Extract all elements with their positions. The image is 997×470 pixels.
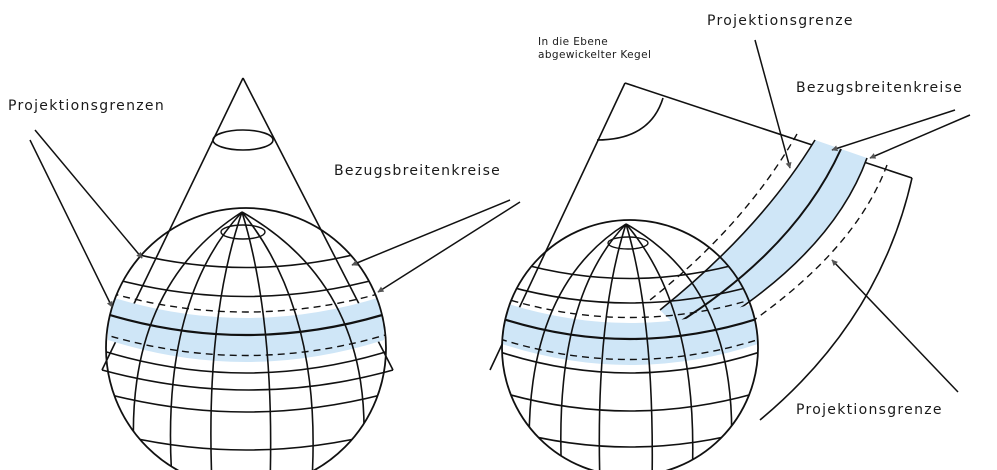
pole-ellipse [221, 225, 265, 239]
label-projection-limit-top: Projektionsgrenze [707, 14, 854, 28]
sector-arc [597, 98, 663, 140]
label-projection-limit-bottom: Projektionsgrenze [796, 403, 943, 417]
cone-apex-ellipse [213, 130, 273, 150]
left-arrows [30, 130, 520, 307]
label-reference-parallels-right: Bezugsbreitenkreise [796, 81, 963, 95]
arrow-projection-limit-lower [30, 140, 112, 307]
arrow-reference-parallel-lower [378, 202, 520, 292]
arrow-projection-limit-top [755, 40, 790, 168]
unrolled-cone [490, 83, 912, 420]
label-unrolled-cone-line2: abgewickelter Kegel [538, 49, 651, 62]
left-globe [100, 208, 392, 470]
label-reference-parallels-left: Bezugsbreitenkreise [334, 164, 501, 178]
arrow-projection-limit-upper [35, 130, 142, 258]
label-projection-limits: Projektionsgrenzen [8, 99, 165, 113]
label-unrolled-cone-line1: In die Ebene [538, 36, 651, 49]
left-figure [30, 78, 520, 470]
right-globe [500, 220, 760, 470]
pole-ellipse [608, 237, 648, 249]
arrow-projection-limit-bottom [832, 260, 958, 392]
arrow-reference-parallel-upper [352, 200, 510, 265]
label-unrolled-cone: In die Ebene abgewickelter Kegel [538, 36, 651, 62]
